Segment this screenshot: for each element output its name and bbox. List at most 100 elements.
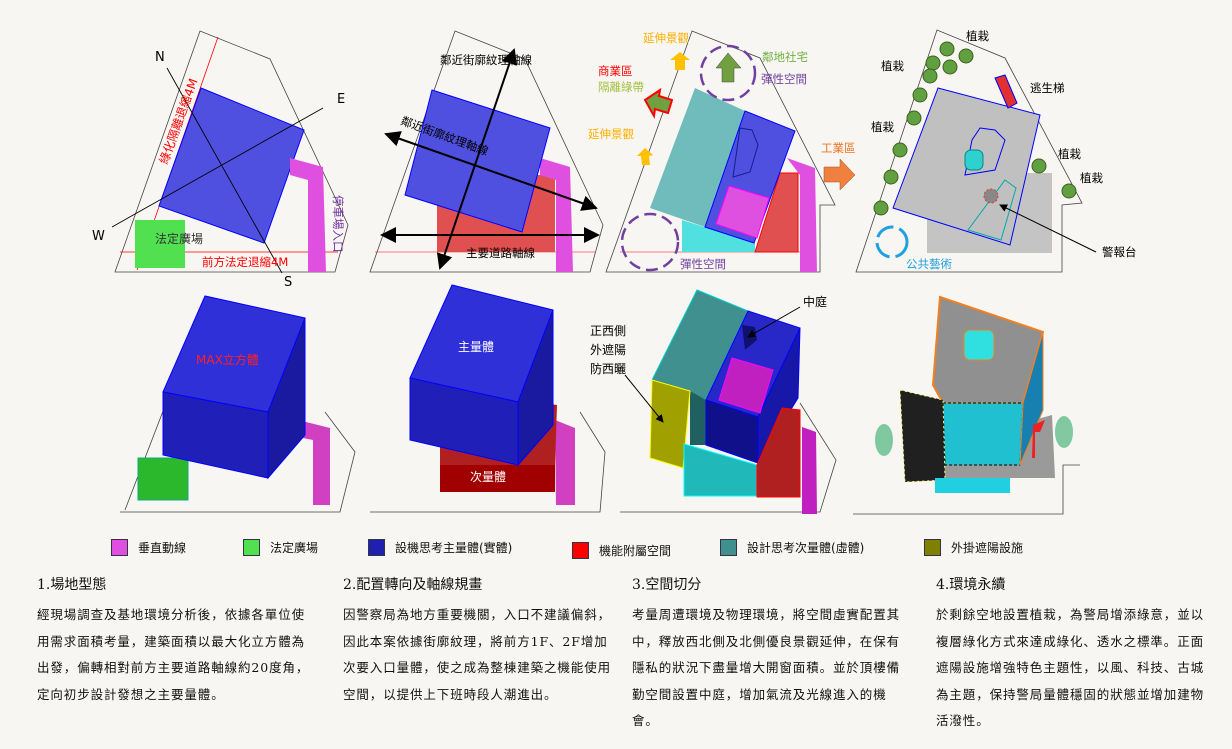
main-mass-plan [158,87,305,244]
axis-plan-panel: 鄰近街廓紋理軸線 鄰近街廓紋理軸線 主要道路軸線 [369,30,604,273]
industrial-label: 工業區 [821,141,856,155]
section-title: 1.場地型態 [37,577,107,593]
north-label: N [155,50,165,65]
site-boundary [370,411,606,513]
legend-swatch [572,542,589,559]
secondary-mass-side [690,391,706,445]
alarm-area [967,179,1017,241]
legend-swatch [368,539,385,556]
tree-icon [875,424,893,456]
west-label-3: 防西曬 [590,361,626,376]
cyan-space [682,220,755,252]
courtyard-plan [964,127,1006,176]
street-axis-top-label: 鄰近街廓紋理軸線 [440,53,532,67]
legend-label: 設計思考次量體(虛體) [747,541,865,555]
space-mass-panel: 中庭 正西側 外遮陽 防西曬 [590,289,837,514]
secondary-mass-plan [650,88,745,227]
site-plan-panel: N E W S 綠化隔離退縮4M 法定廣場 前方法定退縮4M 停車場入口 [92,30,349,290]
legend-item-sunshade: 外掛遮陽設施 [924,539,1023,556]
site-boundary [114,30,349,273]
flex-space-label: 彈性空間 [680,257,726,271]
courtyard-label: 中庭 [803,294,827,309]
vertical-circulation [290,158,326,272]
legend-label: 設機思考主量體(實體) [395,541,513,555]
housing-arrow-icon [715,52,742,83]
south-label: S [284,275,292,290]
tree-icons [873,41,1077,216]
site-boundary [855,29,1083,273]
front-setback-label: 前方法定退縮4M [202,255,288,269]
site-boundary [620,402,837,513]
plant-label: 植栽 [1080,171,1103,185]
plant-label: 植栽 [871,120,894,134]
section-body: 考量周遭環境及物理環境，將空間虛實配置其中，釋放西北側及北側優良景觀延伸，在保有… [632,607,901,728]
side-facade [1019,331,1044,466]
housing-label: 鄰地社宅 [762,50,808,64]
section-site-form: 1.場地型態 經現場調查及基地環境分析後，依據各單位使用需求面積考量，建築面積以… [37,574,312,708]
escape-stair-label: 逃生梯 [1030,81,1065,95]
view-ext-label: 延伸景觀 [643,31,689,45]
main-mass-plan [404,89,551,233]
max-cube-label: MAX立方體 [196,352,259,367]
function-mass [756,407,801,498]
industrial-arrow-icon [823,158,856,191]
space-plan-panel: 延伸景觀 商業區 隔離綠帶 延伸景觀 鄰地社宅 彈性空間 工業區 彈性空間 [588,30,856,273]
parking-entry-label: 停車場入口 [331,195,345,253]
legend-swatch [924,539,941,556]
legend-item-main-mass: 設機思考主量體(實體) [368,539,512,556]
legend-label: 垂直動線 [138,541,187,555]
sunshade-screen [899,389,946,483]
view-arrow-icon [637,148,653,165]
ground-floor [935,478,1010,493]
courtyard-plan [732,127,759,178]
legend-label: 法定廣場 [270,541,319,555]
site-boundary [120,411,356,513]
section-title: 3.空間切分 [632,577,702,593]
tree-icon [1055,416,1073,448]
design-diagram: N E W S 綠化隔離退縮4M 法定廣場 前方法定退縮4M 停車場入口 鄰近街… [92,29,1137,515]
front-facade [942,402,1024,466]
courtyard-glass [964,149,984,171]
view-arrow-icon [670,52,690,70]
flag-icon [1032,420,1045,458]
secondary-mass-label: 次量體 [470,470,506,484]
alarm-tower [983,188,999,204]
stair-core-top [718,357,774,414]
function-space [754,172,799,253]
plaza-label: 法定廣場 [155,231,203,246]
main-mass-side [757,327,801,465]
legend-swatch [720,539,737,556]
legend-label: 機能附屬空間 [599,544,672,558]
vertical-circulation [787,158,817,272]
legend: 垂直動線 法定廣場 設機思考主量體(實體) 機能附屬空間 設計思考次量體(虛體)… [0,539,1232,561]
legend-item-vertical-circulation: 垂直動線 [111,539,186,556]
section-sustainability: 4.環境永續 於剩餘空地設置植栽，為警局增添綠意，並以複層綠化方式來達成綠化、透… [936,574,1211,735]
courtyard-leader [747,306,801,338]
site-boundary [605,30,836,273]
legend-item-plaza: 法定廣場 [243,539,318,556]
west-label-2: 外遮陽 [590,342,626,357]
section-body: 經現場調查及基地環境分析後，依據各單位使用需求面積考量，建築面積以最大化立方體為… [37,607,310,702]
plaza-area [137,457,189,501]
view-ext-label: 延伸景觀 [588,127,634,141]
legend-swatch [243,539,260,556]
courtyard-glass [963,329,995,361]
buffer-label: 隔離綠帶 [598,80,644,94]
ns-axis [166,67,283,274]
plant-label: 植栽 [881,59,904,73]
cube-side [267,317,306,480]
alarm-leader [999,204,1097,253]
main-mass-side [517,309,554,467]
legend-item-secondary-mass: 設計思考次量體(虛體) [720,539,864,556]
road-axis-label: 主要道路軸線 [466,246,535,260]
main-secondary-mass-panel: 主量體 次量體 [370,284,606,513]
plant-label: 植栽 [966,29,989,43]
buffer-arrow-icon [643,87,674,120]
vertical-circulation [555,420,575,505]
public-art-icon [875,225,909,259]
section-body: 於剩餘空地設置植栽，為警局增添綠意，並以複層綠化方式來達成綠化、透水之標準。正面… [936,607,1205,728]
we-axis [111,107,324,228]
flex-space-circle [699,44,757,102]
escape-stair [994,74,1018,109]
commercial-label: 商業區 [598,64,633,78]
